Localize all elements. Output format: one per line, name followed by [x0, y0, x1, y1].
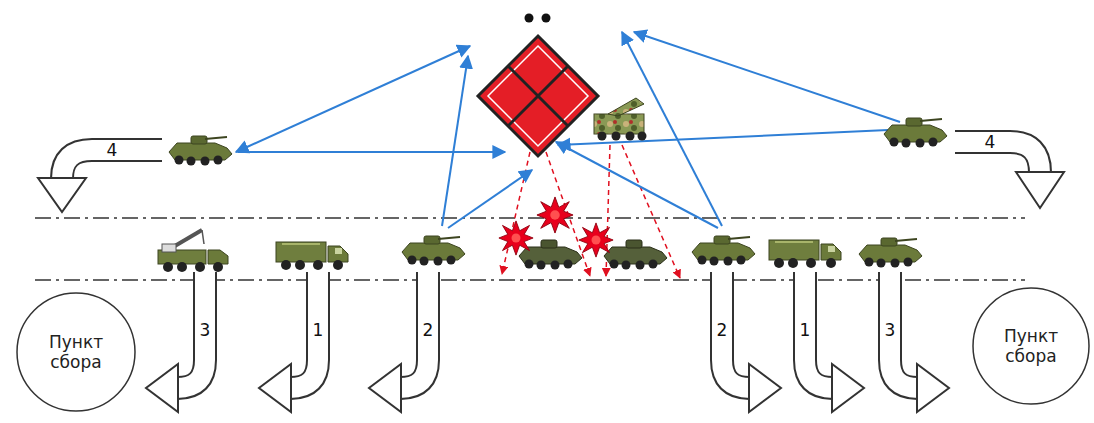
boundary-line	[35, 217, 1025, 219]
explosion	[537, 197, 573, 233]
armoured-vehicle	[169, 136, 232, 166]
block-arrows	[38, 142, 1064, 412]
launcher-vehicle	[594, 98, 647, 141]
callout-number: 3	[198, 321, 213, 340]
military-truck	[769, 240, 841, 268]
damaged-vehicle	[519, 240, 582, 270]
block-arrow	[146, 271, 205, 412]
armoured-vehicle	[884, 118, 947, 148]
block-arrow	[890, 271, 949, 412]
block-arrow	[722, 271, 781, 412]
target-diamond	[478, 36, 598, 156]
military-truck	[276, 242, 348, 270]
explosion	[499, 221, 533, 255]
block-arrow	[369, 271, 428, 412]
node-text: Пункт сбора	[989, 326, 1073, 367]
block-arrow	[805, 271, 864, 412]
block-arrow	[259, 271, 318, 412]
callout-number: 2	[715, 321, 730, 340]
callout-number: 3	[883, 321, 898, 340]
fire-lines	[502, 145, 680, 278]
callout-number: 1	[798, 321, 813, 340]
callout-number: 1	[311, 321, 326, 340]
block-arrow	[38, 150, 163, 212]
callout-number: 4	[983, 133, 998, 152]
node-text: Пункт сбора	[34, 332, 118, 373]
boundary-line	[35, 279, 1025, 281]
block-arrow	[954, 142, 1064, 208]
recovery-crane	[158, 230, 228, 272]
assembly-point-circle: Пункт сбора	[972, 287, 1090, 405]
callout-number: 4	[105, 141, 120, 160]
unit-size-dot	[542, 14, 551, 23]
explosion	[579, 223, 613, 257]
armoured-vehicle	[402, 236, 465, 266]
damaged-vehicle	[604, 240, 667, 270]
unit-size-dot	[525, 14, 534, 23]
assembly-point-circle: Пункт сбора	[16, 292, 136, 412]
callout-number: 2	[421, 321, 436, 340]
observation-arrows	[236, 32, 900, 228]
armoured-vehicle	[859, 238, 922, 268]
armoured-vehicle	[692, 236, 755, 266]
